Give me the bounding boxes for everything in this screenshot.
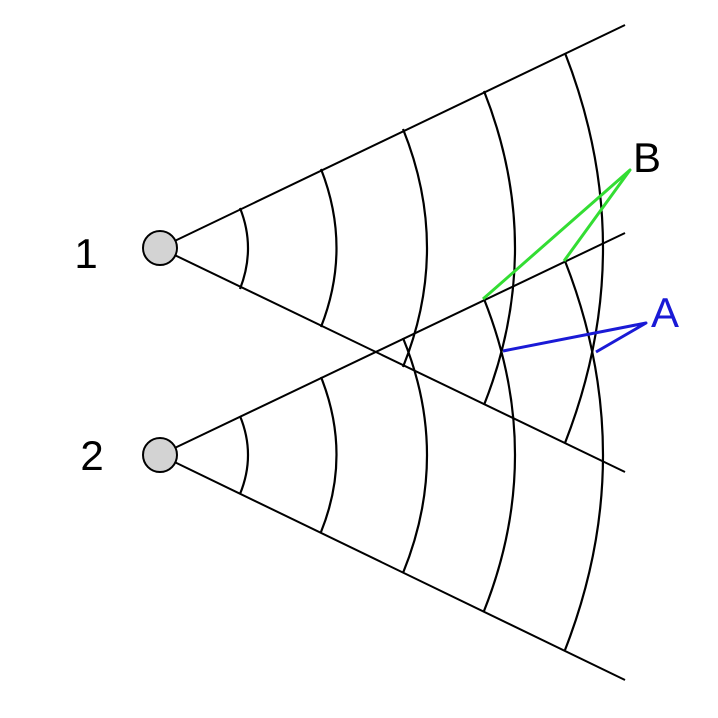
label-b: B xyxy=(633,134,661,181)
wavefront-2-2 xyxy=(319,376,338,533)
source-1-upper-edge xyxy=(159,24,626,249)
wavefront-1-2 xyxy=(319,168,338,328)
wavefront-2-1 xyxy=(238,415,250,495)
wavefront-1-3 xyxy=(401,128,429,368)
source-2-dot xyxy=(142,437,178,473)
source-2-lower-edge xyxy=(159,454,626,681)
source-1-lower-edge xyxy=(159,247,626,473)
wavefronts-source-1 xyxy=(238,52,605,444)
source-1-dot xyxy=(142,230,178,266)
wavefront-1-4 xyxy=(482,90,517,406)
b-pointer xyxy=(482,168,632,301)
wavefront-2-3 xyxy=(401,337,429,574)
wavefront-2-5 xyxy=(563,260,605,651)
source-2-upper-edge xyxy=(159,232,626,456)
wavefront-2-4 xyxy=(482,298,517,612)
label-a: A xyxy=(651,289,679,336)
beam-lines xyxy=(159,24,626,681)
source-1-label: 1 xyxy=(74,230,97,277)
a-pointer xyxy=(502,321,648,354)
wavefronts-source-2 xyxy=(238,260,605,651)
source-2-label: 2 xyxy=(80,432,103,479)
wavefront-1-5 xyxy=(563,52,605,444)
wavefront-1-1 xyxy=(238,207,250,290)
